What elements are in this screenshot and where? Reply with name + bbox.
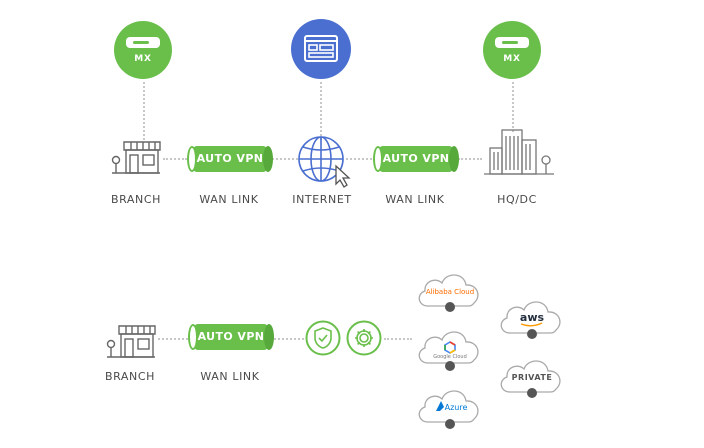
connector-security-clouds [384,338,412,340]
shield-icon [305,320,341,356]
connector-vpn-internet [272,158,298,160]
cloud-azure: Azure [414,382,486,432]
tunnel-cap [188,324,198,350]
connector-branch-vpn [163,158,187,160]
mx-label: MX [134,54,152,64]
private-cloud-label: PRIVATE [511,373,553,382]
cloud-shape [418,331,479,371]
tunnel-body [379,146,453,172]
auto-vpn-tunnel-bottom: AUTO VPN [188,324,274,350]
cloud-google: Google Cloud [414,323,486,373]
label-wan-link-top-right: WAN LINK [385,193,445,206]
mx-slot-icon [495,37,529,48]
tunnel-body [193,146,267,172]
label-branch-bottom: BRANCH [104,370,156,383]
label-branch-top: BRANCH [110,193,162,206]
label-internet: INTERNET [292,193,352,206]
cloud-alibaba: Alibaba Cloud [414,266,486,316]
connector-browser [320,82,322,140]
globe-icon [298,136,351,188]
tunnel-body [194,324,268,350]
branch-store-icon [111,141,161,174]
label-wan-link-top-left: WAN LINK [199,193,259,206]
mx-slot-icon [126,37,160,48]
cloud-shape [418,274,479,312]
auto-vpn-label: AUTO VPN [196,152,264,165]
cloud-aws: aws [496,293,568,343]
tunnel-cap [264,324,274,350]
auto-vpn-label: AUTO VPN [197,330,265,343]
branch-store-icon [106,325,156,358]
cloud-shape [418,390,479,429]
connector-vpn-hq [458,158,482,160]
tunnel-cap [373,146,383,172]
tunnel-cap [187,146,197,172]
cloud-private: PRIVATE [496,352,568,402]
auto-vpn-tunnel-right: AUTO VPN [373,146,459,172]
azure-logo: Azure [444,403,468,412]
aws-logo: aws [519,311,545,324]
dashboard-icon [291,19,351,79]
alibaba-cloud-logo: Alibaba Cloud [425,288,475,296]
label-wan-link-bottom: WAN LINK [200,370,260,383]
hq-building-icon [484,129,554,175]
connector-branch2-vpn [158,338,188,340]
tunnel-cap [449,146,459,172]
connector-internet-vpn [346,158,372,160]
connector-vpn2-security [274,338,304,340]
mx-label: MX [503,54,521,64]
connector-mx-left [143,82,145,140]
connector-mx-right [512,82,514,132]
mx-appliance-left: MX [114,21,172,79]
label-hq-dc: HQ/DC [497,193,537,206]
tunnel-cap [263,146,273,172]
auto-vpn-label: AUTO VPN [382,152,450,165]
cloud-shape [500,301,561,339]
auto-vpn-tunnel-left: AUTO VPN [187,146,273,172]
cloud-shape [500,360,561,398]
google-cloud-logo: Google Cloud [433,354,467,360]
mx-appliance-right: MX [483,21,541,79]
gear-icon [346,320,382,356]
